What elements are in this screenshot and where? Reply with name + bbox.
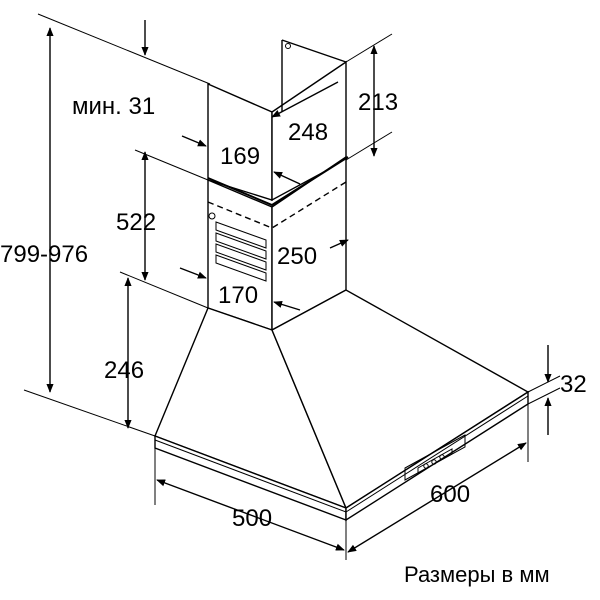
label-canopy-edge: 32 (560, 371, 587, 398)
label-chimney-lower-depth: 250 (277, 243, 317, 270)
label-width: 500 (232, 505, 272, 532)
canopy (154, 289, 530, 522)
lower-chimney (207, 155, 349, 332)
label-canopy-height: 246 (104, 357, 144, 384)
label-chimney-top-width: 169 (220, 143, 260, 170)
label-depth: 600 (430, 481, 470, 508)
label-chimney-lower-width: 170 (218, 282, 258, 309)
units-caption: Размеры в мм (404, 562, 550, 587)
dimension-lines (46, 20, 552, 553)
dimension-labels: мин. 31 213 248 169 522 250 799-976 170 … (0, 89, 587, 532)
label-chimney-lower-height: 522 (116, 209, 156, 236)
vent-grille (215, 221, 267, 282)
label-chimney-top-height: 213 (358, 89, 398, 116)
hood-drawing (154, 39, 530, 522)
label-chimney-top-depth: 248 (288, 119, 328, 146)
label-total-height: 799-976 (0, 241, 88, 268)
label-min-gap: мин. 31 (72, 93, 155, 120)
